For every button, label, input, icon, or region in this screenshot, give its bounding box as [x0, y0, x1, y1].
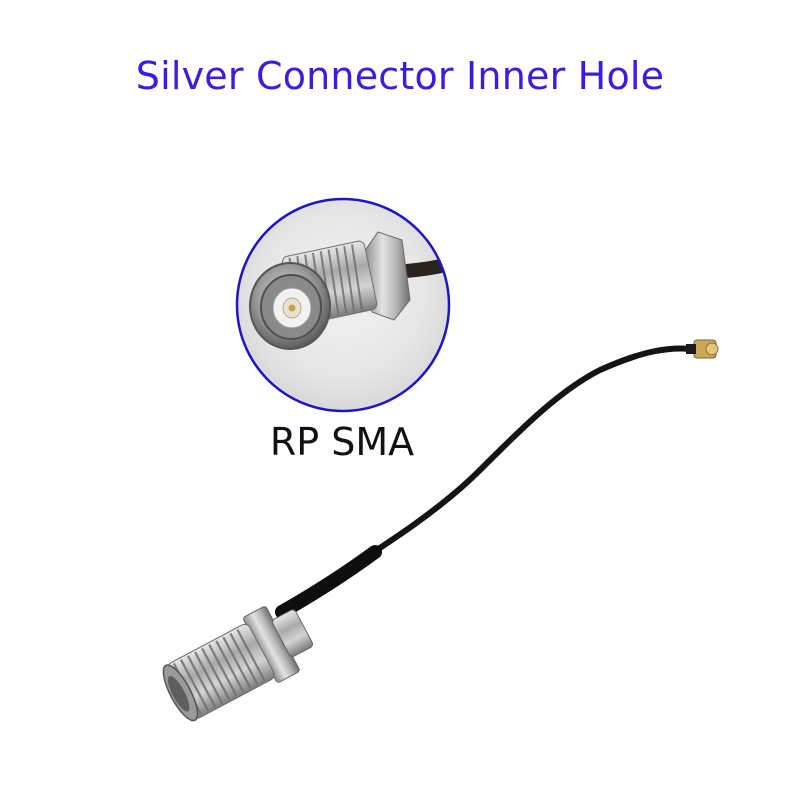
cable-assembly: [162, 339, 719, 722]
inset-closeup: [235, 197, 451, 413]
page-title: Silver Connector Inner Hole: [135, 54, 665, 98]
inset-label: RP SMA: [269, 420, 415, 464]
sma-connector: [162, 606, 313, 722]
ufl-connector: [686, 339, 719, 359]
